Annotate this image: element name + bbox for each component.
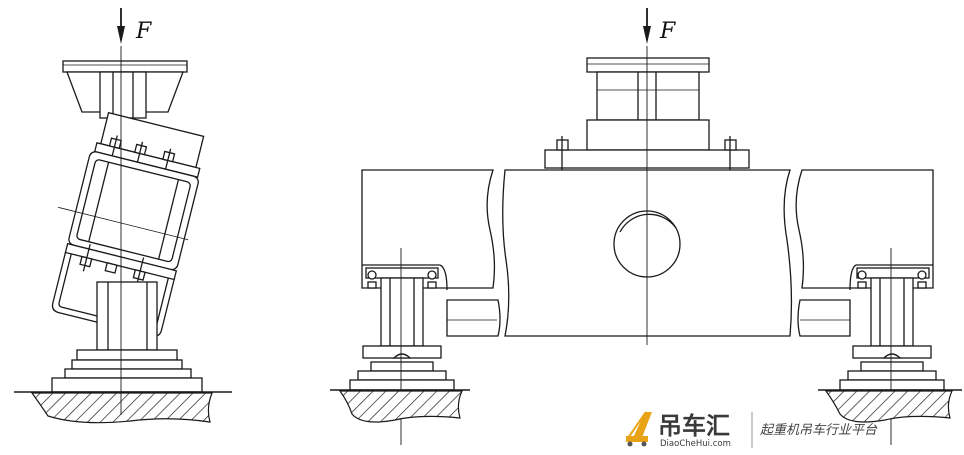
left-top-head	[62, 60, 188, 119]
watermark: 吊车汇 DiaoCheHui.com 起重机吊车行业平台	[626, 411, 878, 449]
brand-slogan: 起重机吊车行业平台	[760, 423, 878, 438]
left-ground	[14, 391, 232, 424]
right-top-support	[544, 57, 750, 170]
left-view	[14, 8, 232, 424]
left-force-label: F	[135, 19, 152, 44]
brand-name: 吊车汇	[658, 412, 730, 440]
right-force-arrow	[643, 8, 651, 44]
left-force-arrow	[117, 8, 125, 44]
left-post-and-base	[51, 281, 203, 393]
right-left-leg	[349, 248, 455, 445]
right-force-label: F	[659, 19, 676, 44]
right-right-leg	[839, 248, 945, 445]
right-grounds	[330, 389, 962, 423]
crane-logo-icon	[626, 411, 652, 447]
left-tilted-column	[51, 111, 205, 337]
brand-url: DiaoCheHui.com	[660, 439, 731, 449]
right-main-beam	[361, 169, 934, 337]
right-view	[330, 8, 962, 445]
